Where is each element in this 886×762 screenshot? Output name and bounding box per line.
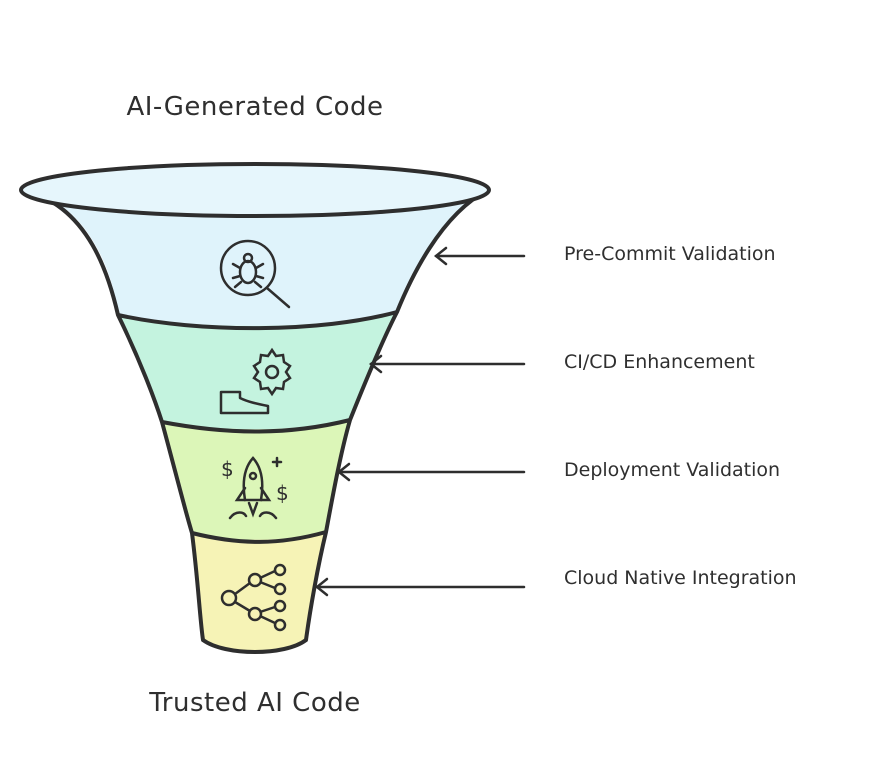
- arrow-stage-4: [314, 577, 526, 597]
- funnel-bottom-rim: [201, 638, 308, 654]
- arrow-stage-3: [336, 462, 526, 482]
- arrow-stage-1: [433, 246, 526, 266]
- stage-label-pre-commit: Pre-Commit Validation: [564, 243, 776, 265]
- funnel-outline-left: [20, 188, 205, 642]
- deploy-shoe-icon: [219, 390, 270, 415]
- stage-4-fill: [192, 532, 326, 652]
- stage-3-fill: [162, 420, 350, 540]
- stage-divider-3: [191, 530, 327, 544]
- arrow-stage-2: [368, 354, 526, 374]
- bug-magnifier-icon: [219, 239, 291, 309]
- funnel-top-title: AI-Generated Code: [126, 92, 384, 122]
- funnel-bottom-title: Trusted AI Code: [149, 688, 361, 718]
- funnel-top-rim: [19, 162, 491, 218]
- dollar-icon-right: $: [276, 481, 289, 505]
- funnel-outline-right: [304, 188, 490, 642]
- stage-1-fill: [22, 190, 488, 326]
- dollar-icon-left: $: [221, 457, 234, 481]
- rocket-icon: [228, 456, 283, 520]
- network-icon: [220, 563, 287, 632]
- stage-divider-1: [117, 310, 398, 331]
- stage-label-cloud-native: Cloud Native Integration: [564, 567, 797, 589]
- stage-label-deployment: Deployment Validation: [564, 459, 781, 481]
- stage-label-cicd: CI/CD Enhancement: [564, 351, 755, 373]
- stage-divider-2: [161, 418, 351, 434]
- gear-icon: [252, 347, 292, 397]
